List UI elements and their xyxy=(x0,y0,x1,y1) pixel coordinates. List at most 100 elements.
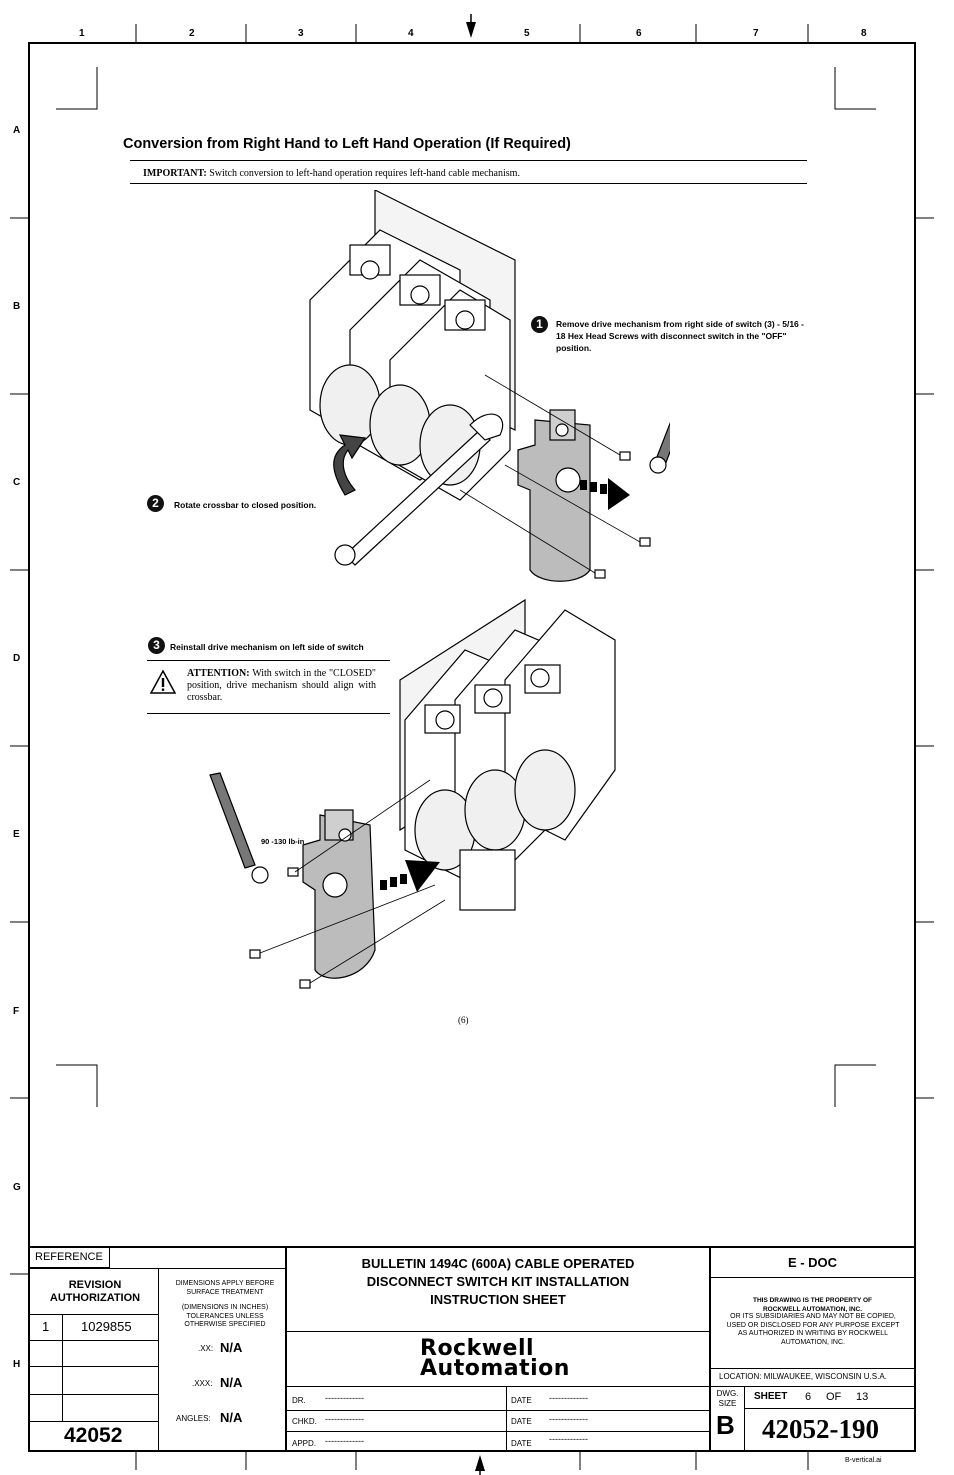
rockwell-logo-line-1: Rockwell xyxy=(420,1336,535,1361)
dimensions-note-1: DIMENSIONS APPLY BEFORE SURFACE TREATMEN… xyxy=(175,1280,275,1296)
zone-col-5: 5 xyxy=(524,28,530,39)
drawing-title-line-1: BULLETIN 1494C (600A) CABLE OPERATED xyxy=(361,1256,635,1271)
step-1-text: Remove drive mechanism from right side o… xyxy=(556,319,804,353)
checked-by-label: CHKD. xyxy=(292,1417,317,1426)
zone-row-c: C xyxy=(13,477,21,488)
reference-label: REFERENCE xyxy=(35,1251,103,1263)
edoc-row-bottom xyxy=(711,1277,914,1278)
property-row-bottom xyxy=(711,1368,914,1369)
sheet-label: SHEET xyxy=(754,1391,788,1402)
reference-cell xyxy=(30,1248,110,1268)
rockwell-logo-line-2: Automation xyxy=(420,1356,570,1381)
step-2-badge: 2 xyxy=(147,495,164,512)
zone-col-7: 7 xyxy=(753,28,759,39)
sig-row-2 xyxy=(287,1431,709,1432)
sig-row-1 xyxy=(287,1410,709,1411)
step-3-text: Reinstall drive mechanism on left side o… xyxy=(170,642,364,652)
tolerance-xxx-value: N/A xyxy=(220,1375,243,1390)
zone-row-d: D xyxy=(13,653,21,664)
zone-col-6: 6 xyxy=(636,28,642,39)
property-notice-2: OR ITS SUBSIDIARIES AND MAY NOT BE COPIE… xyxy=(726,1313,900,1346)
dwg-size-label: DWG. SIZE xyxy=(716,1389,739,1408)
page-number: (6) xyxy=(458,1015,469,1025)
page-title: Conversion from Right Hand to Left Hand … xyxy=(123,136,571,152)
rev-row-5 xyxy=(30,1421,158,1422)
location: LOCATION: MILWAUKEE, WISCONSIN U.S.A. xyxy=(719,1372,887,1381)
important-note: IMPORTANT: Switch conversion to left-han… xyxy=(143,168,520,179)
rev-row-1 xyxy=(30,1314,158,1315)
sheet-row-bottom xyxy=(745,1408,914,1409)
drawing-number: 42052-190 xyxy=(762,1414,879,1444)
illustration-remove-mechanism xyxy=(309,190,670,582)
attention-label: ATTENTION: xyxy=(187,668,250,679)
date-label-2: DATE xyxy=(511,1417,532,1426)
step-2-text: Rotate crossbar to closed position. xyxy=(174,500,317,510)
date-label-3: DATE xyxy=(511,1439,532,1448)
drawn-by-value: ------------- xyxy=(325,1393,364,1403)
zone-col-8: 8 xyxy=(861,28,867,39)
important-rule xyxy=(130,183,807,184)
attention-bottom-rule xyxy=(147,713,390,714)
date-value-3: ------------- xyxy=(549,1434,588,1444)
title-block xyxy=(28,1246,916,1452)
rev-row-2 xyxy=(30,1340,158,1341)
rev-row-3 xyxy=(30,1366,158,1367)
right-col-border xyxy=(709,1248,711,1452)
zone-row-f: F xyxy=(13,1006,20,1017)
left-col-divider xyxy=(158,1268,159,1452)
tolerance-xx-value: N/A xyxy=(220,1340,243,1355)
torque-spec: 90 -130 lb-in xyxy=(261,837,305,846)
date-value-1: ------------- xyxy=(549,1393,588,1403)
important-text: Switch conversion to left-hand operation… xyxy=(206,168,520,179)
checked-by-value: ------------- xyxy=(325,1414,364,1424)
approved-by-label: APPD. xyxy=(292,1439,317,1448)
ref-row-bottom xyxy=(30,1268,285,1269)
sig-col-divider xyxy=(506,1386,507,1452)
zone-col-3: 3 xyxy=(298,28,304,39)
zone-row-h: H xyxy=(13,1359,21,1370)
center-left-border xyxy=(285,1248,287,1452)
sheet-number: 6 xyxy=(805,1391,812,1403)
approved-by-value: ------------- xyxy=(325,1436,364,1446)
sheet-total: 13 xyxy=(856,1391,869,1403)
date-label-1: DATE xyxy=(511,1396,532,1405)
dimensions-note-2: (DIMENSIONS IN INCHES) TOLERANCES UNLESS… xyxy=(181,1304,269,1328)
dwg-size-divider xyxy=(744,1386,745,1452)
logo-row-bottom xyxy=(287,1386,709,1387)
step-1-badge: 1 xyxy=(531,316,548,333)
zone-row-g: G xyxy=(13,1182,21,1193)
zone-row-a: A xyxy=(13,125,21,136)
source-file-name: B-vertical.ai xyxy=(845,1457,882,1464)
part-base-number: 42052 xyxy=(64,1424,123,1447)
angles-value: N/A xyxy=(220,1410,243,1425)
warning-icon xyxy=(150,670,176,694)
step-3-badge: 3 xyxy=(148,637,165,654)
angles-label: ANGLES: xyxy=(176,1414,211,1423)
rev-row-4 xyxy=(30,1394,158,1395)
revision-number: 1 xyxy=(42,1319,50,1334)
rev-num-divider xyxy=(62,1314,63,1421)
zone-col-2: 2 xyxy=(189,28,195,39)
zone-row-b: B xyxy=(13,301,21,312)
drawing-title-line-2: DISCONNECT SWITCH KIT INSTALLATION xyxy=(366,1274,630,1289)
illustration-reinstall-mechanism xyxy=(209,598,616,989)
zone-col-1: 1 xyxy=(79,28,85,39)
edoc-label: E - DOC xyxy=(787,1255,838,1270)
zone-col-4: 4 xyxy=(408,28,414,39)
location-row-bottom xyxy=(711,1386,914,1387)
attention-note: ATTENTION: With switch in the "CLOSED" p… xyxy=(187,668,376,704)
sheet-of-label: OF xyxy=(826,1391,842,1403)
revision-authorization: 1029855 xyxy=(81,1319,132,1334)
zone-row-e: E xyxy=(13,829,20,840)
drawing-title-line-3: INSTRUCTION SHEET xyxy=(430,1292,566,1307)
revision-label: REVISION AUTHORIZATION xyxy=(49,1279,141,1304)
attention-text: With switch in the "CLOSED" position, dr… xyxy=(187,668,376,703)
attention-top-rule xyxy=(147,660,390,661)
dwg-size-value: B xyxy=(716,1410,735,1440)
date-value-2: ------------- xyxy=(549,1414,588,1424)
important-label: IMPORTANT: xyxy=(143,168,207,179)
drawn-by-label: DR. xyxy=(292,1396,306,1405)
title-row-bottom xyxy=(287,1331,709,1332)
tolerance-xx-label: .XX: xyxy=(198,1344,214,1353)
